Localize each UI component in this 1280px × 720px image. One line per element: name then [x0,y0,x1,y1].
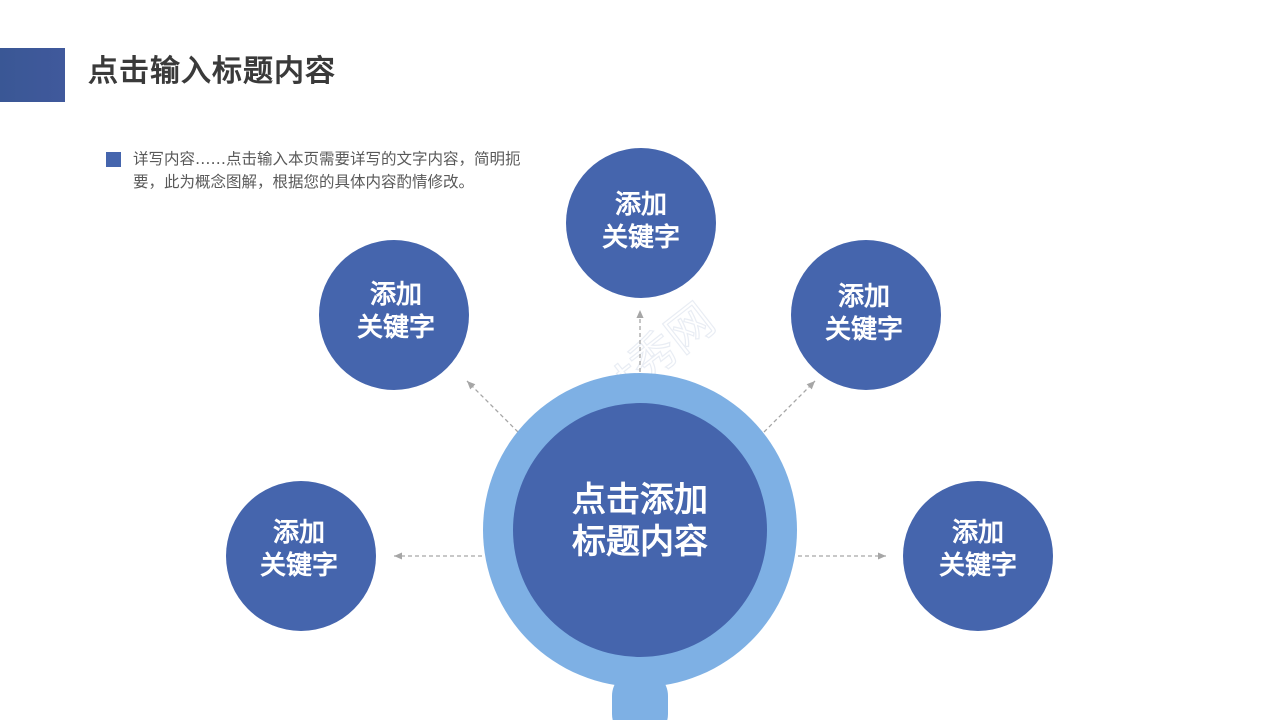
page-title[interactable]: 点击输入标题内容 [88,54,336,89]
keyword-circle[interactable] [903,481,1053,631]
keyword-line1[interactable]: 添加 [838,282,890,312]
keyword-line2[interactable]: 关键字 [357,312,435,343]
keyword-line2[interactable]: 关键字 [825,314,903,345]
keyword-line1[interactable]: 添加 [952,518,1004,548]
keyword-circle[interactable] [566,148,716,298]
keyword-circle[interactable] [791,240,941,390]
keyword-node-left[interactable]: 添加 关键字 [226,481,376,631]
keyword-line1[interactable]: 添加 [370,280,422,310]
keyword-node-top[interactable]: 添加 关键字 [566,148,716,298]
arrow-to-upper-left-node [466,380,519,433]
keyword-circle[interactable] [226,481,376,631]
arrow-to-upper-right-node [763,380,816,433]
center-circle[interactable] [513,403,767,657]
bullet-square-icon [106,152,121,167]
keyword-line1[interactable]: 添加 [273,518,325,548]
keyword-line2[interactable]: 关键字 [260,550,338,581]
title-accent-bar [0,48,65,102]
description-text[interactable]: 详写内容……点击输入本页需要详写的文字内容，简明扼要，此为概念图解，根据您的具体… [133,150,521,191]
keyword-node-upper-left[interactable]: 添加 关键字 [319,240,469,390]
keyword-circle[interactable] [319,240,469,390]
keyword-line1[interactable]: 添加 [615,190,667,220]
keyword-line2[interactable]: 关键字 [602,222,680,253]
keyword-node-upper-right[interactable]: 添加 关键字 [791,240,941,390]
center-title-line2[interactable]: 标题内容 [572,522,708,562]
keyword-line2[interactable]: 关键字 [939,550,1017,581]
center-title-line1[interactable]: 点击添加 [572,480,708,520]
keyword-node-right[interactable]: 添加 关键字 [903,481,1053,631]
